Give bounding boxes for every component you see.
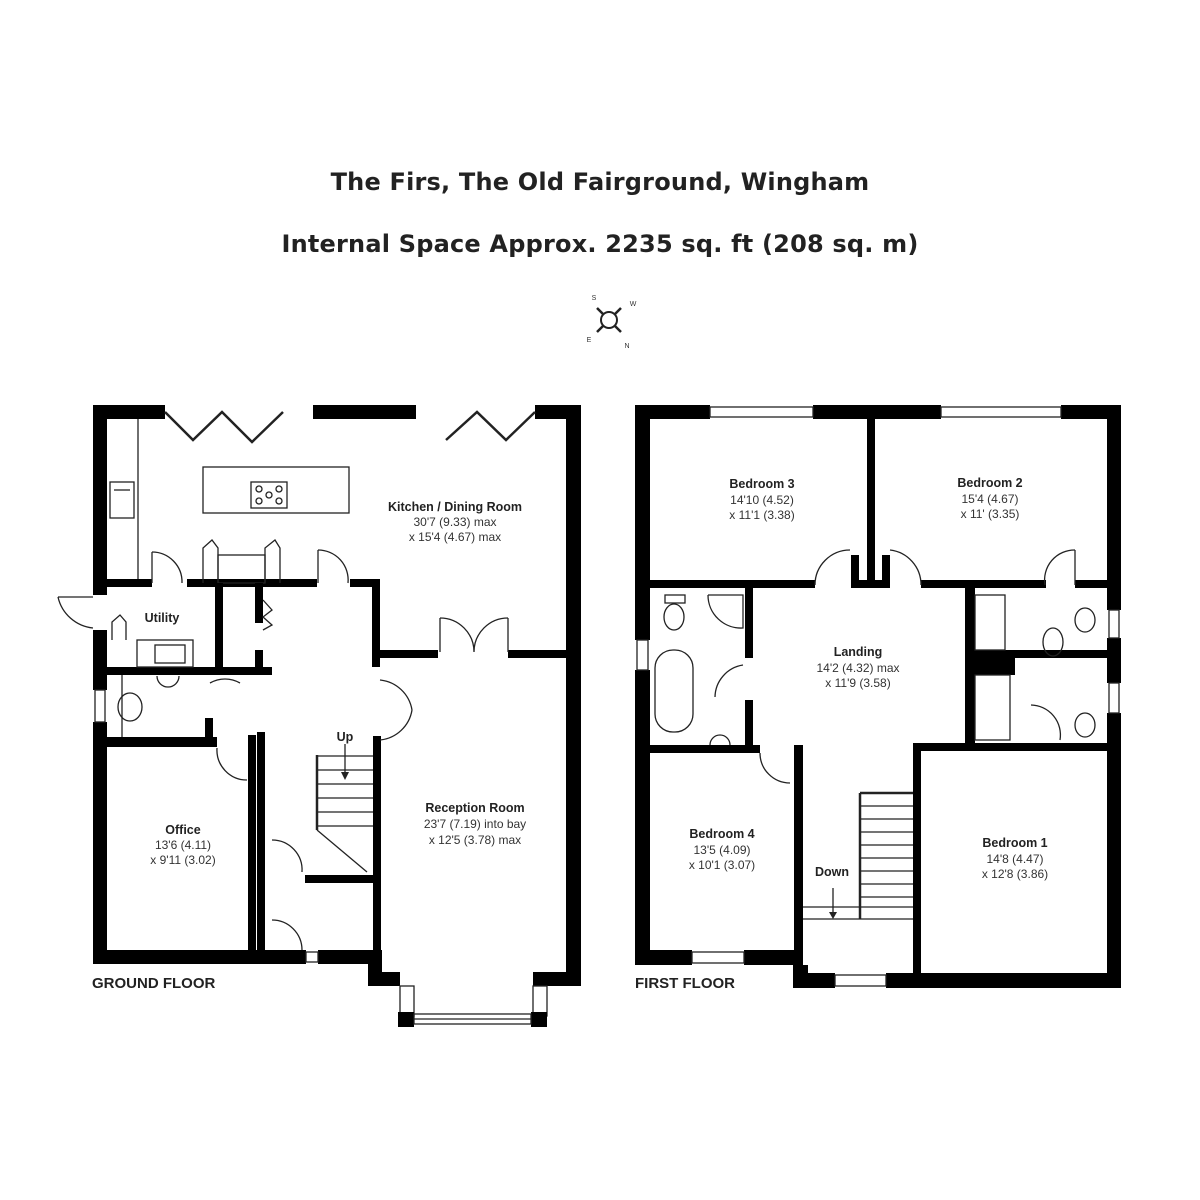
ground-stairs xyxy=(316,744,373,873)
svg-text:x 9'11 (3.02): x 9'11 (3.02) xyxy=(150,853,215,867)
svg-text:23'7 (7.19) into bay: 23'7 (7.19) into bay xyxy=(424,817,526,831)
first-floor-plan xyxy=(635,405,1121,988)
room-label-bedroom1: Bedroom 1 xyxy=(982,836,1047,850)
room-label-bedroom4: Bedroom 4 xyxy=(689,827,754,841)
svg-text:14'8 (4.47): 14'8 (4.47) xyxy=(987,852,1044,866)
svg-text:x 15'4 (4.67) max: x 15'4 (4.67) max xyxy=(409,530,501,544)
first-stairs xyxy=(803,791,913,920)
ground-floor-plan xyxy=(57,405,581,1027)
stairs-down-label: Down xyxy=(815,865,849,879)
svg-text:13'6 (4.11): 13'6 (4.11) xyxy=(155,838,211,852)
compass-icon: S W E N xyxy=(587,295,637,350)
svg-text:x 11'9 (3.58): x 11'9 (3.58) xyxy=(825,676,890,690)
svg-text:13'5 (4.09): 13'5 (4.09) xyxy=(694,843,751,857)
svg-text:N: N xyxy=(624,343,629,350)
svg-text:14'2 (4.32) max: 14'2 (4.32) max xyxy=(817,661,900,675)
svg-text:x 10'1 (3.07): x 10'1 (3.07) xyxy=(689,858,755,872)
first-floor-label: FIRST FLOOR xyxy=(635,975,735,992)
svg-text:30'7 (9.33) max: 30'7 (9.33) max xyxy=(414,515,497,529)
svg-text:W: W xyxy=(630,301,637,308)
room-label-reception: Reception Room xyxy=(425,801,524,815)
room-label-utility: Utility xyxy=(145,611,180,625)
property-title: The Firs, The Old Fairground, Wingham xyxy=(330,168,870,196)
stairs-up-label: Up xyxy=(337,730,354,744)
svg-text:15'4 (4.67): 15'4 (4.67) xyxy=(962,492,1019,506)
svg-text:x 11'1 (3.38): x 11'1 (3.38) xyxy=(729,508,794,522)
svg-text:14'10 (4.52): 14'10 (4.52) xyxy=(730,493,794,507)
svg-text:x 12'8 (3.86): x 12'8 (3.86) xyxy=(982,867,1048,881)
room-label-office: Office xyxy=(165,823,200,837)
room-label-landing: Landing xyxy=(834,645,883,659)
internal-space-subtitle: Internal Space Approx. 2235 sq. ft (208 … xyxy=(281,230,919,258)
svg-text:E: E xyxy=(587,337,592,344)
svg-text:S: S xyxy=(592,295,597,302)
ground-floor-label: GROUND FLOOR xyxy=(92,975,215,992)
svg-text:x 11' (3.35): x 11' (3.35) xyxy=(961,507,1020,521)
room-label-bedroom2: Bedroom 2 xyxy=(957,476,1022,490)
room-label-kitchen: Kitchen / Dining Room xyxy=(388,500,522,514)
room-label-bedroom3: Bedroom 3 xyxy=(729,477,794,491)
svg-text:x 12'5 (3.78) max: x 12'5 (3.78) max xyxy=(429,833,521,847)
